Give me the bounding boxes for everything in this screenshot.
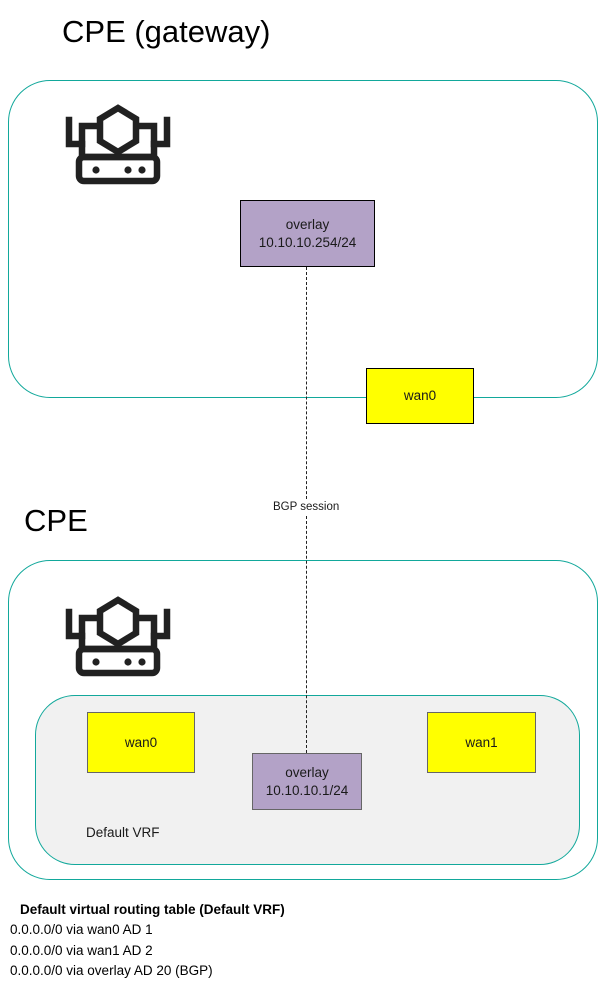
interface-name: overlay <box>285 765 329 781</box>
bgp-session-label: BGP session <box>270 500 343 514</box>
router-icon <box>56 102 180 188</box>
interface-overlay-gateway[interactable]: overlay 10.10.10.254/24 <box>240 200 375 267</box>
routing-table: Default virtual routing table (Default V… <box>10 902 490 982</box>
interface-address: 10.10.10.254/24 <box>258 234 357 250</box>
section-title-cpe: CPE <box>24 503 88 538</box>
routing-table-title: Default virtual routing table (Default V… <box>20 902 285 917</box>
router-icon <box>56 594 180 680</box>
vrf-label: Default VRF <box>86 825 160 840</box>
interface-address: 10.10.10.1/24 <box>265 782 349 798</box>
interface-name: wan1 <box>465 734 498 750</box>
interface-wan0-cpe[interactable]: wan0 <box>87 712 195 773</box>
interface-overlay-cpe[interactable]: overlay 10.10.10.1/24 <box>252 753 362 810</box>
interface-name: wan0 <box>124 734 158 750</box>
interface-name: wan0 <box>403 388 437 404</box>
route-entry: 0.0.0.0/0 via wan1 AD 2 <box>10 942 153 958</box>
interface-name: overlay <box>285 217 330 233</box>
interface-wan0-gateway[interactable]: wan0 <box>366 368 474 424</box>
route-entry: 0.0.0.0/0 via wan0 AD 1 <box>10 922 153 937</box>
section-title-gateway: CPE (gateway) <box>62 14 271 49</box>
interface-wan1-cpe[interactable]: wan1 <box>427 712 536 773</box>
route-entry: 0.0.0.0/0 via overlay AD 20 (BGP) <box>10 963 213 979</box>
